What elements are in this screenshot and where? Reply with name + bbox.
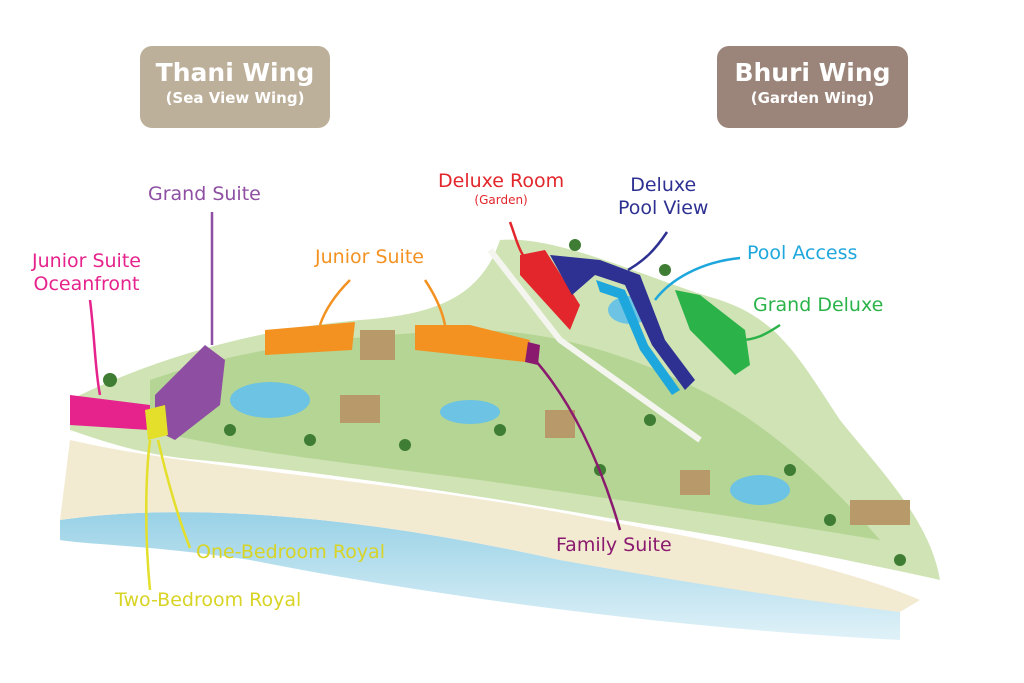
building-grand-deluxe (675, 290, 750, 375)
building-deluxe-room (520, 250, 580, 330)
leader-junior-suite-oceanfront (88, 299, 102, 396)
pool (730, 475, 790, 505)
label-junior-suite-oceanfront: Junior Suite Oceanfront (32, 250, 141, 296)
label-grand-deluxe: Grand Deluxe (753, 294, 884, 316)
wing-subtitle: (Garden Wing) (750, 89, 875, 107)
bhuri-wing-badge: Bhuri Wing (Garden Wing) (717, 46, 908, 128)
label-family-suite: Family Suite (556, 534, 672, 556)
villa (340, 395, 380, 423)
label-line: Deluxe (630, 174, 697, 196)
road (487, 248, 702, 443)
pool (230, 382, 310, 418)
villa (850, 500, 910, 525)
label-sublabel: (Garden) (474, 193, 528, 207)
villa (360, 330, 395, 360)
leader-grand-deluxe (739, 323, 781, 342)
villa (545, 410, 575, 438)
building-grand-suite (155, 345, 225, 440)
building-family-suite (525, 342, 540, 365)
building-junior-suite-east (415, 325, 530, 362)
beach (60, 440, 920, 612)
palm-trees (103, 239, 906, 566)
wing-subtitle: (Sea View Wing) (165, 89, 305, 107)
label-deluxe-room: Deluxe Room (Garden) (438, 170, 564, 208)
label-pool-access: Pool Access (747, 242, 858, 264)
leader-deluxe-room (508, 221, 525, 256)
label-deluxe-pool-view: Deluxe Pool View (618, 174, 708, 220)
building-one-bedroom-royal (145, 405, 168, 440)
sea (60, 512, 900, 640)
leader-family-suite (534, 359, 622, 531)
label-grand-suite: Grand Suite (148, 183, 261, 205)
label-line: Deluxe Room (438, 170, 565, 192)
wing-title: Thani Wing (155, 58, 315, 87)
leader-junior-suite-right (423, 279, 447, 326)
pool (440, 400, 500, 424)
leader-one-bedroom-royal (156, 439, 192, 549)
leader-pool-access (654, 256, 741, 301)
villa (680, 470, 710, 495)
leader-deluxe-pool-view (627, 231, 669, 272)
label-line: Oceanfront (33, 273, 140, 295)
wing-title: Bhuri Wing (734, 58, 891, 87)
label-line: Junior Suite (32, 250, 141, 272)
building-pool-access (596, 280, 680, 395)
label-line: Pool View (618, 197, 709, 219)
leader-two-bedroom-royal (145, 439, 152, 591)
label-two-bedroom-royal: Two-Bedroom Royal (115, 589, 302, 611)
leader-junior-suite-left (318, 279, 351, 326)
building-deluxe-pool-view (550, 255, 695, 390)
label-one-bedroom-royal: One-Bedroom Royal (196, 541, 385, 563)
thani-wing-badge: Thani Wing (Sea View Wing) (140, 46, 330, 128)
building-junior-suite-west (265, 322, 355, 355)
building-junior-suite-oceanfront (70, 395, 150, 430)
label-junior-suite: Junior Suite (315, 246, 424, 268)
